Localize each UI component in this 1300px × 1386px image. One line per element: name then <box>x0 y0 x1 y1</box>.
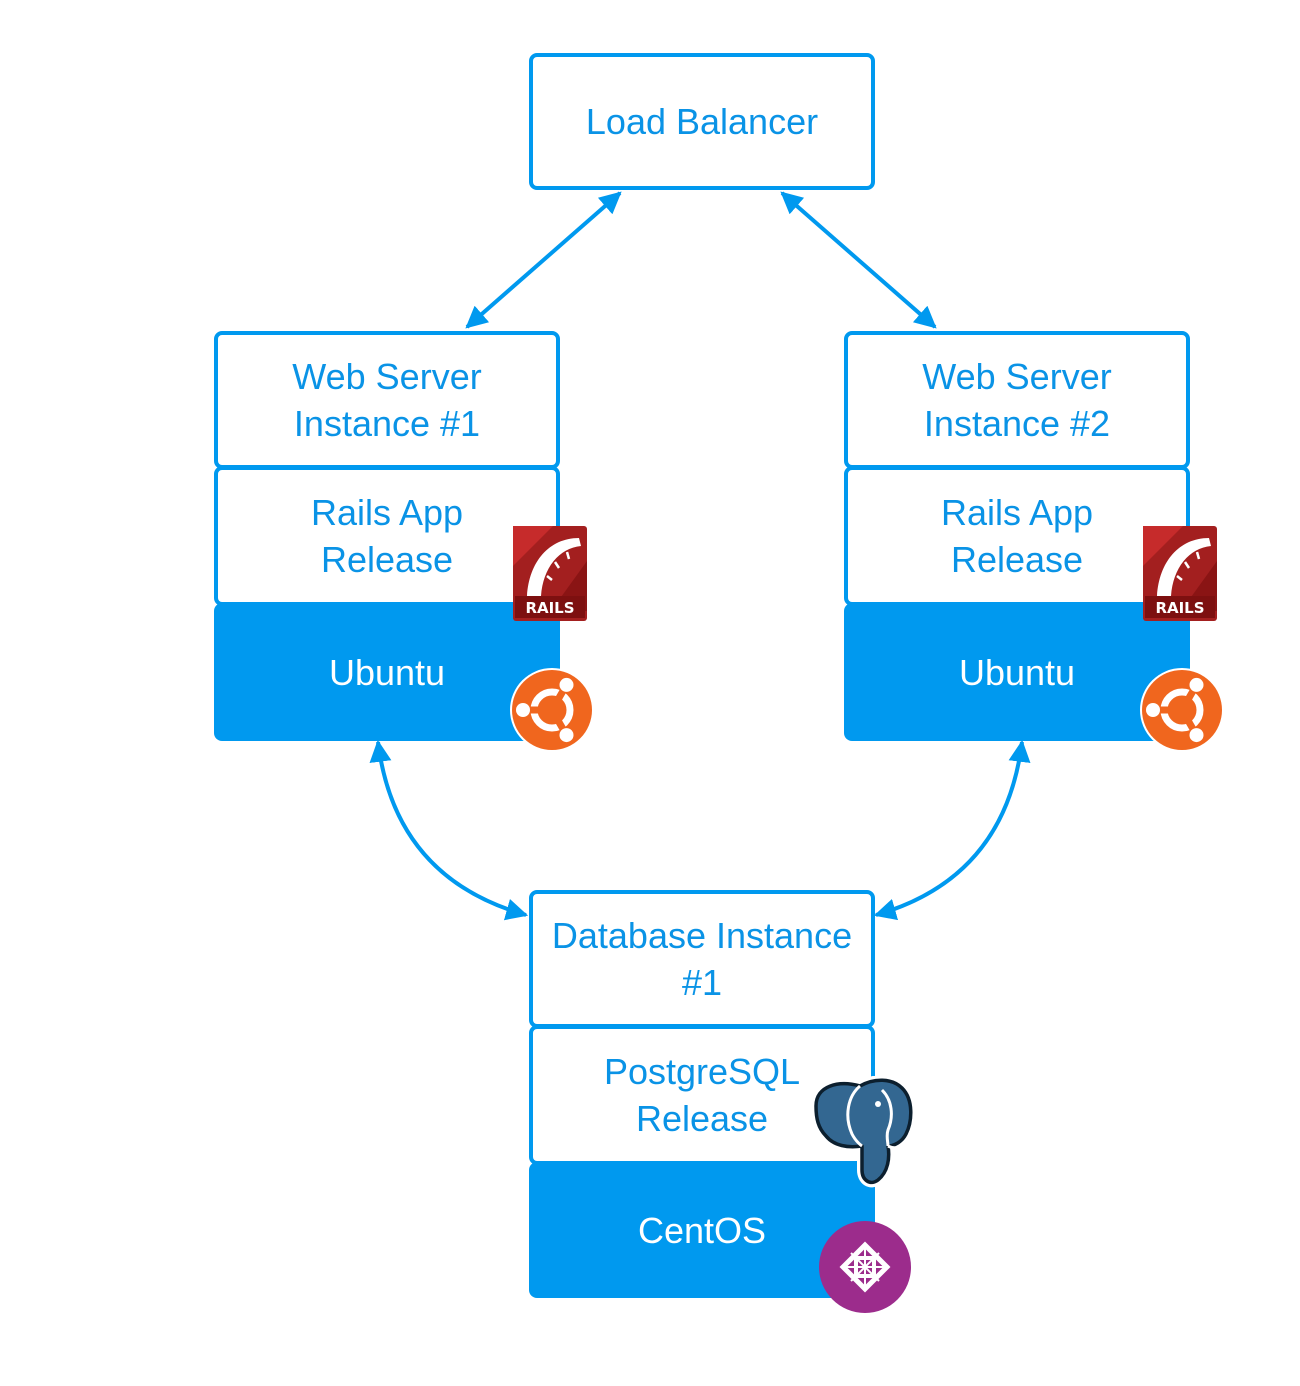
database-os-box: CentOS <box>529 1162 875 1298</box>
load-balancer-box: Load Balancer <box>529 53 875 190</box>
database-app-release: Release <box>635 1098 769 1139</box>
database-title: Database Instance <box>551 915 853 956</box>
rails-logo-text: RAILS <box>1155 599 1204 617</box>
rails-logo-icon: RAILS <box>1143 526 1217 621</box>
web1-to-db-arrow <box>369 739 529 921</box>
web-server-2-app-box: Rails App Release <box>844 466 1190 606</box>
web-server-2-title: Web Server <box>922 356 1112 397</box>
database-os-label: CentOS <box>637 1209 767 1251</box>
web-server-2-app-release: Release <box>950 539 1084 580</box>
lb-to-web2-arrow <box>780 191 937 329</box>
rails-logo-text: RAILS <box>525 599 574 617</box>
lb-to-web1-arrow <box>465 191 622 329</box>
rails-logo-icon: RAILS <box>513 526 587 621</box>
web-server-1-app-name: Rails App <box>310 492 464 533</box>
load-balancer-label: Load Balancer <box>585 101 819 142</box>
web-server-2-subtitle: Instance #2 <box>923 403 1111 444</box>
web2-to-db-arrow <box>873 739 1031 921</box>
ubuntu-logo-icon <box>1140 668 1224 752</box>
database-subtitle: #1 <box>681 962 723 1003</box>
database-instance-box: Database Instance #1 <box>529 890 875 1028</box>
web-server-1-os-box: Ubuntu <box>214 603 560 741</box>
web-server-1-instance-box: Web Server Instance #1 <box>214 331 560 469</box>
web-server-1-title: Web Server <box>292 356 482 397</box>
ubuntu-logo-icon <box>510 668 594 752</box>
postgresql-elephant-icon <box>811 1076 916 1188</box>
database-app-box: PostgreSQL Release <box>529 1025 875 1165</box>
web-server-1-app-box: Rails App Release <box>214 466 560 606</box>
web-server-2-os-label: Ubuntu <box>958 651 1076 693</box>
web-server-1-os-label: Ubuntu <box>328 651 446 693</box>
web-server-1-subtitle: Instance #1 <box>293 403 481 444</box>
database-app-name: PostgreSQL <box>603 1051 801 1092</box>
centos-logo-icon <box>819 1221 911 1313</box>
web-server-2-app-name: Rails App <box>940 492 1094 533</box>
web-server-2-os-box: Ubuntu <box>844 603 1190 741</box>
web-server-1-app-release: Release <box>320 539 454 580</box>
web-server-2-instance-box: Web Server Instance #2 <box>844 331 1190 469</box>
